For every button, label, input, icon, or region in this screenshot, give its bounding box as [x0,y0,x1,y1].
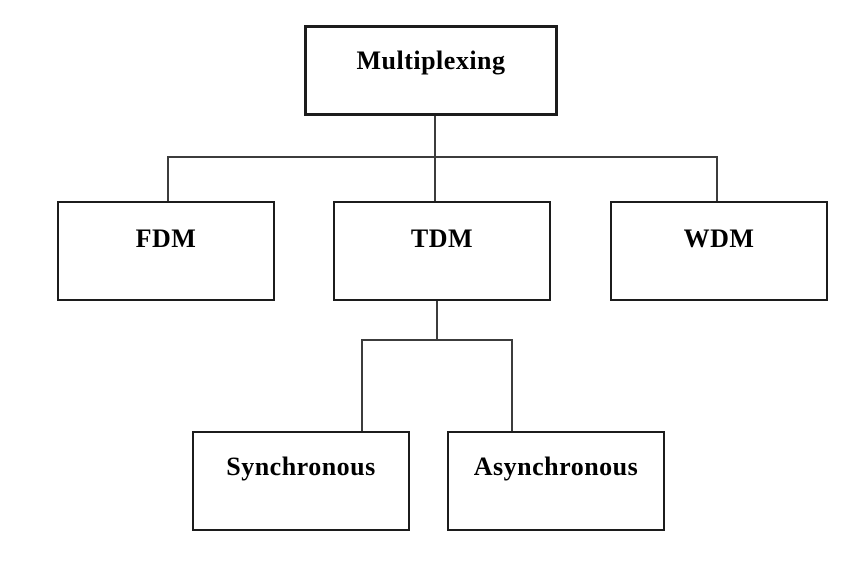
connector-drop-wdm [716,157,718,203]
node-tdm: TDM [333,201,551,301]
connector-drop-fdm [167,157,169,203]
connector-level2-horizontal [361,339,513,341]
connector-tdm-stem [436,299,438,341]
connector-level1-horizontal [167,156,718,158]
connector-root-stem [434,114,436,203]
connector-drop-synchronous [361,340,363,432]
node-asynchronous: Asynchronous [447,431,665,531]
node-synchronous: Synchronous [192,431,410,531]
connector-drop-asynchronous [511,340,513,432]
node-wdm: WDM [610,201,828,301]
node-multiplexing: Multiplexing [304,25,558,116]
node-fdm: FDM [57,201,275,301]
